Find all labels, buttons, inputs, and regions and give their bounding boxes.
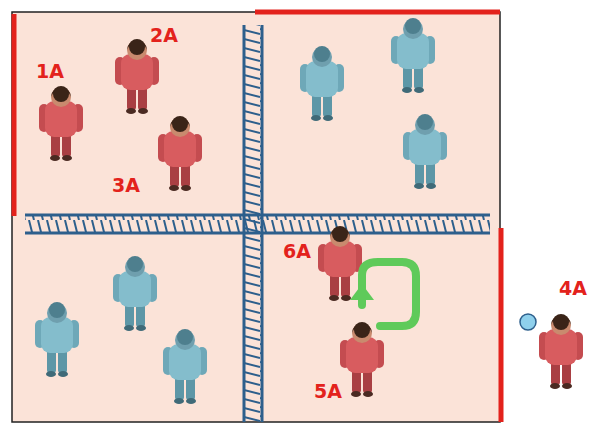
person-blue <box>163 329 207 404</box>
callout-label: 6A <box>283 242 311 261</box>
callout-label: 2A <box>150 26 178 45</box>
person-blue <box>35 302 79 377</box>
person-blue <box>113 256 157 331</box>
callout-label: 1A <box>36 62 64 81</box>
rotation-arrowhead <box>350 284 374 300</box>
person-red <box>340 322 384 397</box>
person-blue <box>391 18 435 93</box>
person-blue <box>403 114 447 189</box>
person-red <box>539 314 583 389</box>
red-door-bar <box>499 228 504 422</box>
red-door-bar <box>12 14 17 216</box>
fence-horizontal <box>25 215 490 233</box>
person-blue <box>300 46 344 121</box>
callout-label: 3A <box>112 176 140 195</box>
fence-rail <box>25 232 490 235</box>
ball <box>520 314 536 330</box>
red-door-bar <box>255 10 500 15</box>
person-red <box>39 86 83 161</box>
callout-label: 5A <box>314 382 342 401</box>
person-red <box>115 39 159 114</box>
room-floor <box>12 12 500 422</box>
callout-label: 4A <box>559 279 587 298</box>
person-red <box>158 116 202 191</box>
rotation-arrow <box>362 262 416 326</box>
person-red <box>318 226 362 301</box>
fence-rail <box>25 214 490 217</box>
